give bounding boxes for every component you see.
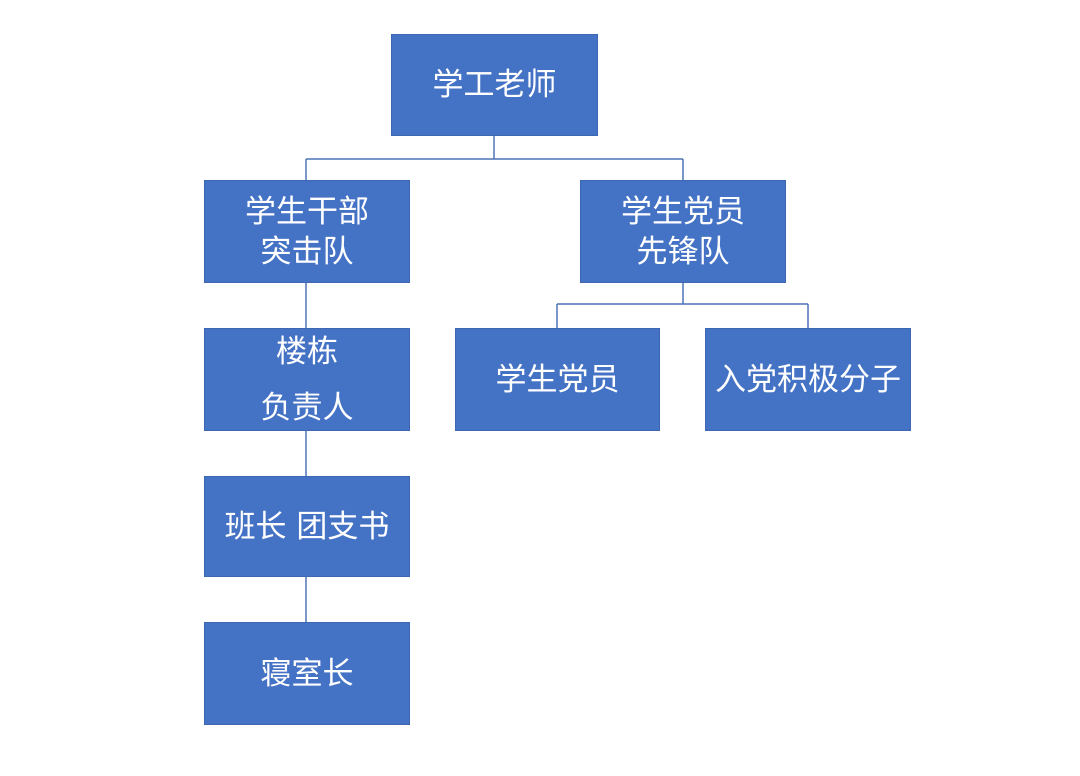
node-building-leader: 楼栋 负责人 [204,328,410,431]
node-student-cadres: 学生干部 突击队 [204,180,410,283]
node-party-activists-line-1: 入党积极分子 [715,361,901,398]
node-party-members: 学生党员 [455,328,660,431]
node-party-vanguard-line-2: 先锋队 [636,233,730,270]
node-root-label: 学工老师 [432,67,557,103]
node-class-leader: 班长 团支书 [204,476,410,577]
node-building-leader-line-2: 负责人 [260,389,354,426]
node-party-activists: 入党积极分子 [705,328,911,431]
node-root: 学工老师 [391,34,598,136]
node-party-members-line-1: 学生党员 [495,361,620,398]
node-party-vanguard-line-1: 学生党员 [621,193,745,230]
node-dorm-leader: 寝室长 [204,622,410,725]
node-party-vanguard: 学生党员 先锋队 [580,180,786,283]
node-class-leader-line-1: 班长 团支书 [224,508,390,545]
node-student-cadres-line-1: 学生干部 [245,193,369,230]
node-dorm-leader-line-1: 寝室长 [260,655,354,692]
node-student-cadres-line-2: 突击队 [260,233,354,270]
node-building-leader-line-1: 楼栋 [276,333,338,370]
